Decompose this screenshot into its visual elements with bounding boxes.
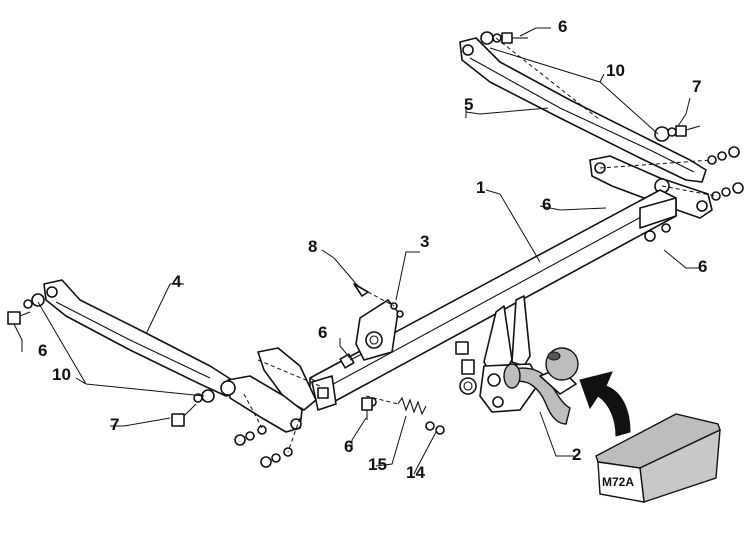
callout-7-right: 7: [692, 77, 701, 96]
callout-14: 14: [406, 463, 425, 482]
callout-6-right: 6: [698, 257, 707, 276]
callout-4: 4: [172, 272, 182, 291]
callout-10-left: 10: [52, 365, 71, 384]
callout-6-bracket: 6: [318, 323, 327, 342]
callout-6-top: 6: [558, 17, 567, 36]
nuts-left-lower: [234, 425, 293, 468]
tow-ball-assembly: [459, 295, 579, 425]
callout-1: 1: [476, 178, 485, 197]
callout-6-left: 6: [38, 341, 47, 360]
bolt-near-bracket: [339, 353, 363, 369]
wiring-kit-box: M72A: [595, 413, 721, 503]
callout-15: 15: [368, 455, 387, 474]
callout-labels: 1 2 3 4 5 6 6 6 6 6 6 7 7 8 10 10 14 15: [38, 17, 707, 482]
bolt-under-bar: [361, 397, 373, 420]
rotate-arrow: [579, 371, 631, 437]
callout-7-left: 7: [110, 415, 119, 434]
callout-6-mid: 6: [542, 195, 551, 214]
callout-10-top: 10: [606, 61, 625, 80]
callout-2: 2: [572, 445, 581, 464]
leader-lines: [13, 27, 700, 475]
bolt-group-top: [480, 31, 744, 201]
bracket-plate: [353, 283, 404, 361]
spring-and-nut: [365, 395, 445, 435]
side-arm-left: [43, 279, 317, 433]
callout-6-under: 6: [344, 437, 353, 456]
callout-5: 5: [464, 95, 473, 114]
callout-3: 3: [420, 232, 429, 251]
bolt-group-left: [7, 293, 321, 468]
box-label: M72A: [602, 475, 634, 489]
callout-8: 8: [308, 237, 317, 256]
nuts-right-upper: [707, 146, 744, 201]
